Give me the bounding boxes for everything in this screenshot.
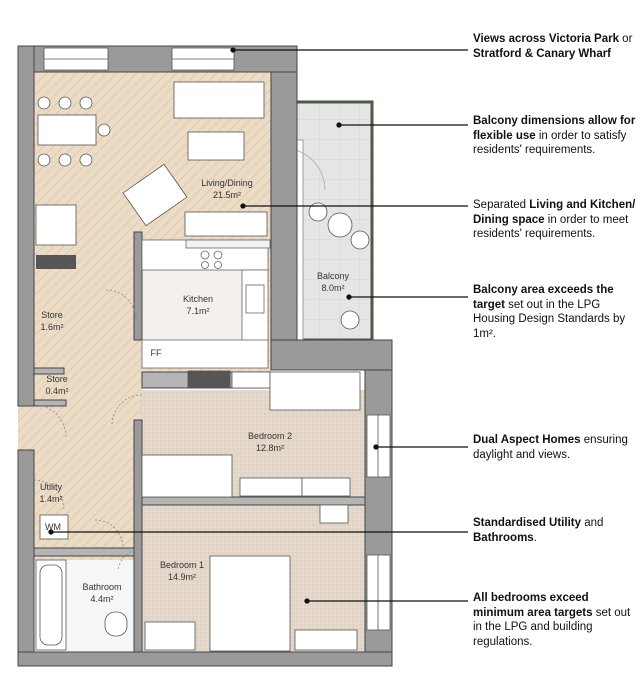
living-name: Living/Dining <box>201 178 253 188</box>
store-small-area: 0.4m² <box>45 386 68 396</box>
bedroom1-area: 14.9m² <box>168 572 196 582</box>
annotation-4-text: Balcony area exceeds the target <box>473 284 614 311</box>
annotation-1-text: or <box>618 33 633 45</box>
annotation-3-text: Living and Kitchen/ Dining space <box>473 199 636 226</box>
balcony-area: 8.0m² <box>321 283 344 293</box>
utility-name: Utility <box>40 482 62 492</box>
kitchen-name: Kitchen <box>183 294 213 304</box>
annotation-2-text: Balcony dimensions allow for flexible us… <box>473 115 636 142</box>
annotation-2: Balcony dimensions allow for flexible us… <box>473 114 638 158</box>
ff-label: FF <box>151 348 162 358</box>
bathroom-area: 4.4m² <box>90 594 113 604</box>
annotation-6-text: . <box>533 531 537 544</box>
living-area: 21.5m² <box>213 190 241 200</box>
bedroom2-area: 12.8m² <box>256 443 284 453</box>
annotation-1-text: Views across Victoria Park <box>473 33 619 45</box>
annotation-6: Standardised Utility and Bathrooms. <box>473 516 638 545</box>
annotation-3-text: in order to meet residents' requirements… <box>473 213 629 241</box>
store-area: 1.6m² <box>40 322 63 332</box>
balcony-furniture <box>308 202 370 330</box>
balcony-name: Balcony <box>317 271 350 281</box>
kitchen-area: 7.1m² <box>186 306 209 316</box>
annotation-4-text: set out in the LPG Housing Design Standa… <box>473 298 626 340</box>
annotation-6-text: Bathrooms <box>473 531 534 544</box>
annotation-4: Balcony area exceeds the target set out … <box>473 283 638 341</box>
annotation-2-text: in order to satisfy residents' requireme… <box>473 129 627 157</box>
kitchen-units <box>141 239 271 369</box>
annotation-7-text: set out in the LPG and building regulati… <box>473 606 631 648</box>
annotation-7-text: All bedrooms exceed minimum area targets <box>473 592 593 619</box>
door-swings <box>33 289 143 571</box>
bedroom2-furniture <box>141 370 361 524</box>
annotation-1-text: Stratford & Canary Wharf <box>473 47 612 60</box>
store-small-name: Store <box>46 374 68 384</box>
room-labels: Living/Dining 21.5m² Kitchen 7.1m² Store… <box>39 178 349 604</box>
bedroom2-name: Bedroom 2 <box>248 431 292 441</box>
bathroom-fixtures <box>35 514 128 651</box>
annotation-1: Views across Victoria Park or Stratford … <box>473 32 638 61</box>
annotation-5: Dual Aspect Homes ensuring daylight and … <box>473 433 638 462</box>
bathroom-name: Bathroom <box>82 582 121 592</box>
annotation-3: Separated Living and Kitchen/ Dining spa… <box>473 198 638 242</box>
bedroom1-furniture <box>144 555 358 652</box>
annotation-5-text: Dual Aspect Homes <box>473 434 581 446</box>
bedroom1-name: Bedroom 1 <box>160 560 204 570</box>
tv-unit <box>36 255 76 269</box>
annotation-6-text: and <box>581 517 604 529</box>
utility-area: 1.4m² <box>39 494 62 504</box>
annotation-6-text: Standardised Utility <box>473 517 581 529</box>
leader-lines <box>48 47 468 604</box>
wm-label: WM <box>45 522 61 532</box>
annotation-5-text: ensuring daylight and views. <box>473 434 628 461</box>
annotation-3-text: Separated <box>473 199 530 211</box>
annotation-7: All bedrooms exceed minimum area targets… <box>473 591 638 649</box>
living-furniture <box>35 81 268 246</box>
store-name: Store <box>41 310 63 320</box>
windows <box>43 47 391 631</box>
